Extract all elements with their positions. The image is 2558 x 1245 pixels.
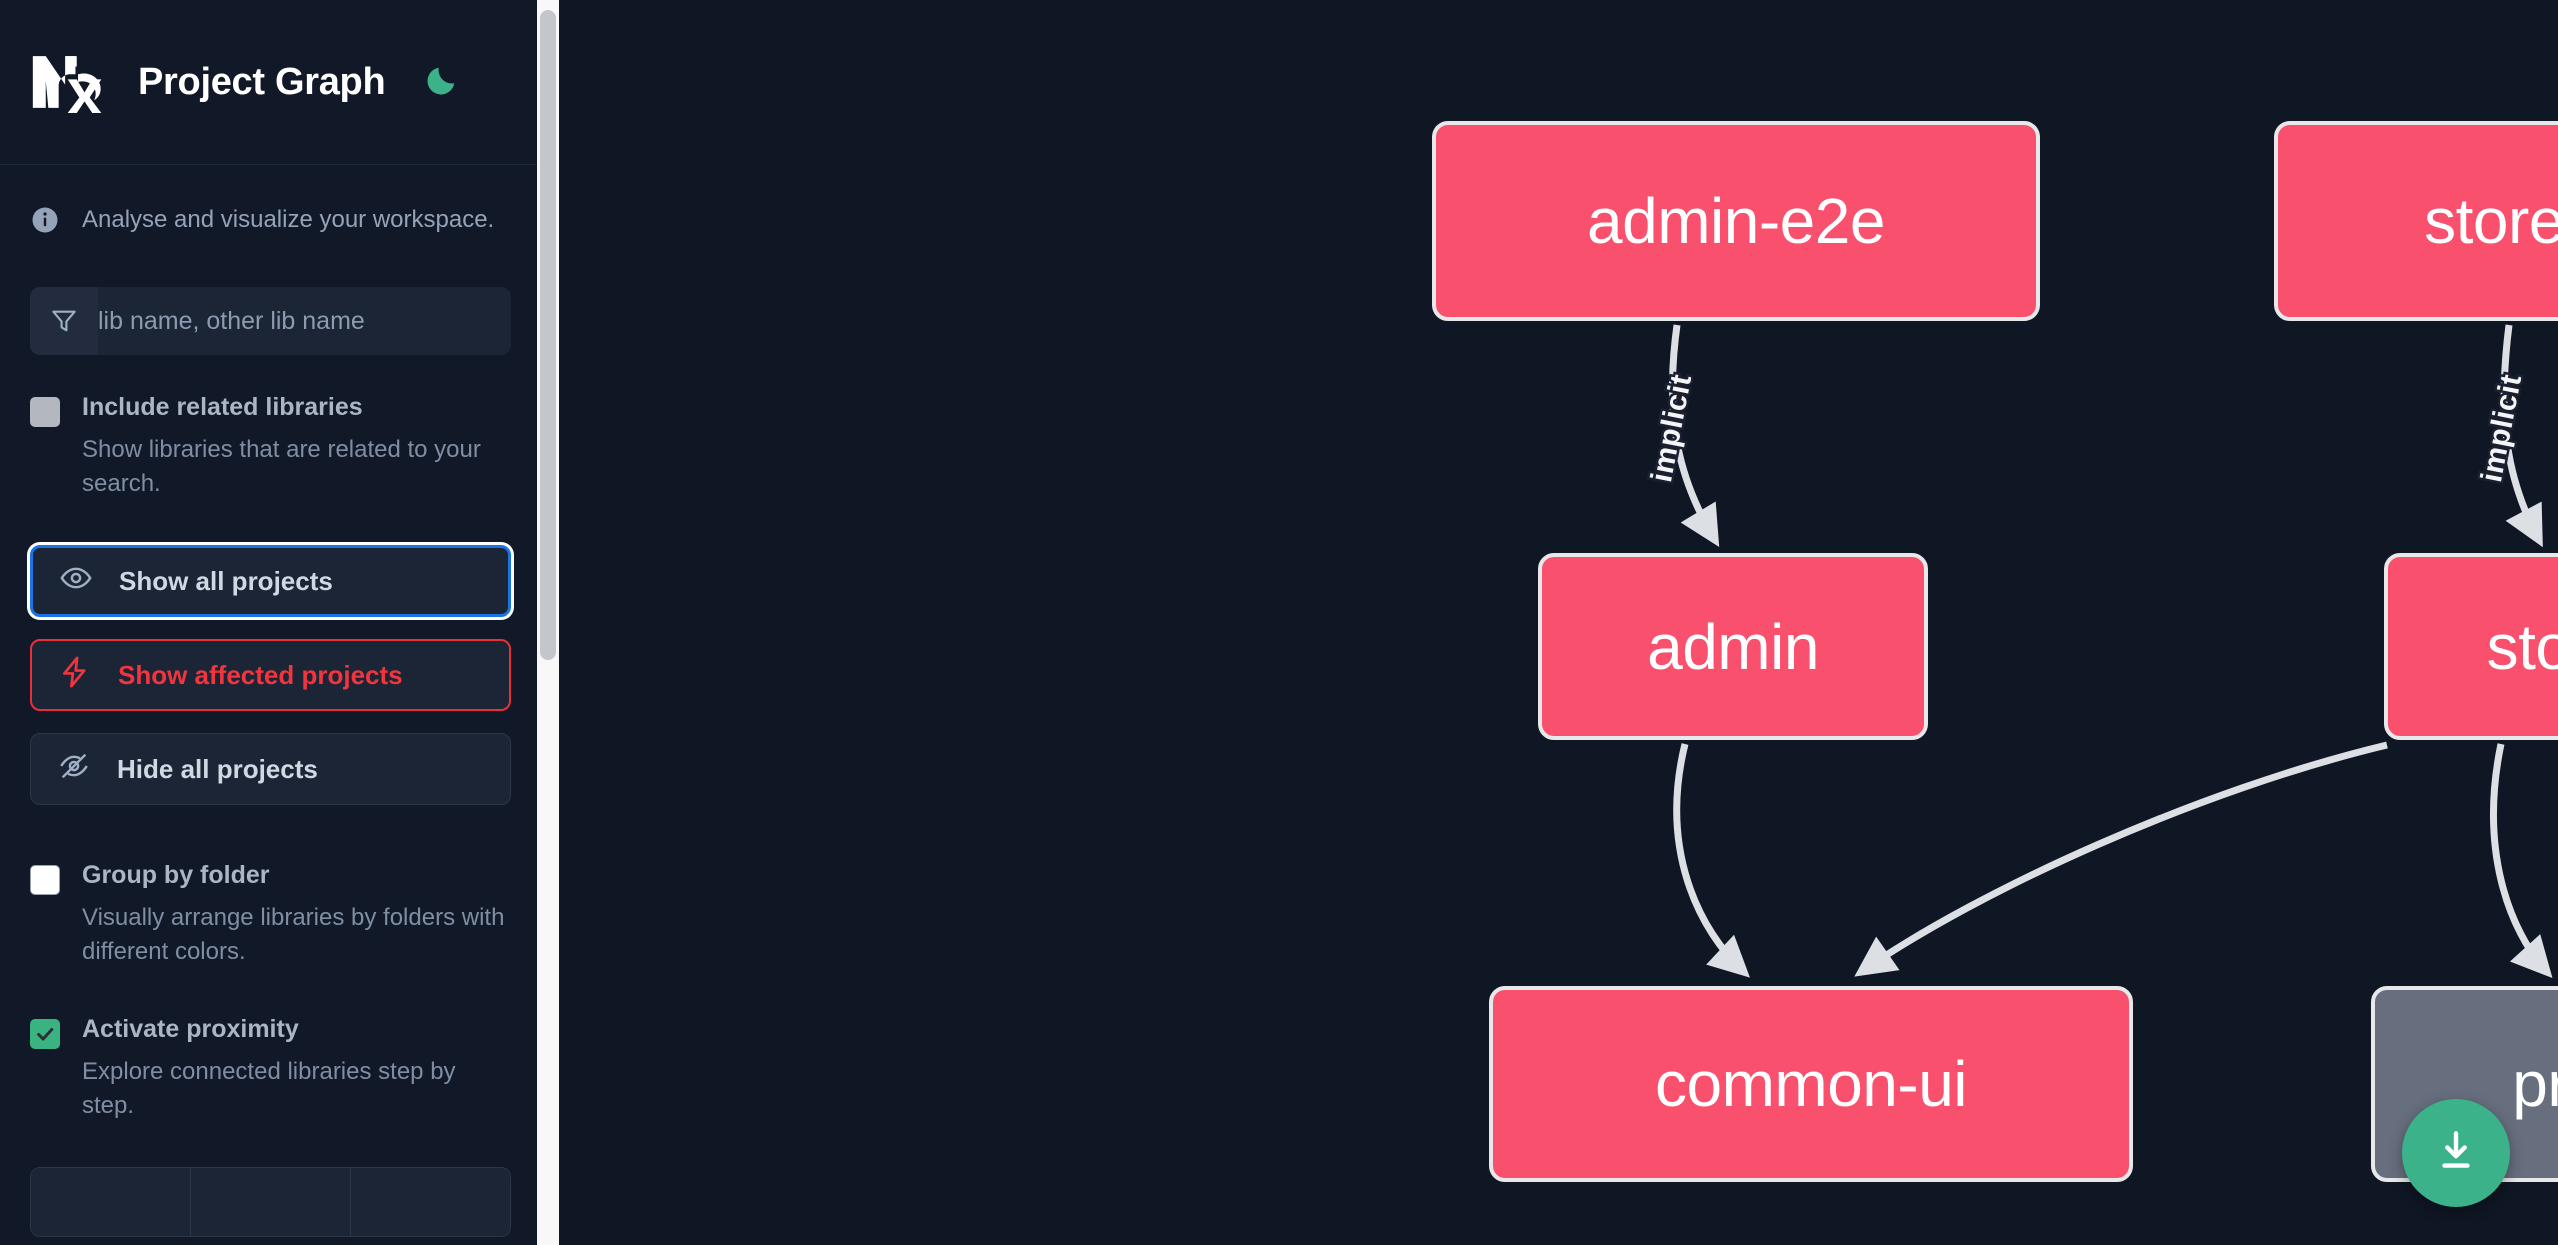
hide-all-projects-button[interactable]: Hide all projects [30,733,511,806]
download-icon [2431,1126,2481,1181]
node-label: common-ui [1654,1048,1968,1120]
include-related-libraries-checkbox[interactable] [30,397,60,427]
graph-node-store-e2e[interactable]: store-e2e [2274,121,2558,321]
graph-node-store[interactable]: store [2384,553,2558,740]
option-include-related-libraries[interactable]: Include related libraries Show libraries… [30,393,511,501]
sidebar-header: Project Graph [0,0,541,165]
option-group-by-folder[interactable]: Group by folder Visually arrange librari… [30,861,511,969]
project-visibility-buttons: Show all projects Show affected projects [30,545,511,806]
edge-store-to-products [2490,743,2553,979]
eye-slash-icon [57,749,91,790]
funnel-filter-icon[interactable] [30,287,98,355]
edge-label-implicit-1: implicit [1645,372,1698,485]
sidebar-scrollbar-thumb[interactable] [540,10,556,660]
tagline: Analyse and visualize your workspace. [30,205,511,235]
nx-logo-icon [30,51,108,113]
download-graph-button[interactable] [2402,1099,2510,1207]
edge-store-to-common-ui [1854,741,2388,977]
eye-icon [59,561,93,602]
show-all-projects-button[interactable]: Show all projects [30,545,511,618]
graph-node-admin-e2e[interactable]: admin-e2e [1432,121,2040,321]
project-graph-canvas[interactable]: implicit implicit admin-e2e store-e2e ad… [559,0,2558,1245]
show-affected-projects-button[interactable]: Show affected projects [30,639,511,712]
moon-icon[interactable] [417,59,463,105]
proximity-step-segmented-control[interactable] [30,1167,511,1238]
tagline-text: Analyse and visualize your workspace. [82,206,495,233]
filter-search-row[interactable] [30,287,511,355]
activate-proximity-checkbox[interactable] [30,1019,60,1050]
graph-node-common-ui[interactable]: common-ui [1489,986,2133,1182]
sidebar-scrollbar[interactable] [537,0,559,1245]
node-label: products [2512,1048,2558,1120]
node-label: admin [1647,610,1819,683]
lightning-bolt-icon [58,655,92,696]
node-label: admin-e2e [1587,185,1885,257]
segment-option-2[interactable] [191,1168,351,1237]
hide-all-projects-label: Hide all projects [117,753,318,784]
option-description: Explore connected libraries step by step… [82,1058,456,1120]
edge-label-implicit-2: implicit [2475,372,2528,485]
segment-option-1[interactable] [31,1168,191,1237]
info-circle-icon [30,205,60,235]
option-description: Visually arrange libraries by folders wi… [82,904,505,966]
graph-node-admin[interactable]: admin [1538,553,1928,740]
option-label: Activate proximity [82,1015,299,1044]
sidebar: Project Graph Analy [0,0,559,1245]
segment-option-3[interactable] [351,1168,510,1237]
search-input[interactable] [98,287,511,355]
page-title: Project Graph [138,60,386,103]
edge-store-e2e-to-store [2500,324,2543,548]
option-activate-proximity[interactable]: Activate proximity Explore connected lib… [30,1015,511,1123]
show-all-projects-label: Show all projects [119,565,333,596]
graph-edges: implicit implicit [1643,324,2553,979]
edge-admin-e2e-to-admin [1668,324,1720,548]
sidebar-scroll-area[interactable]: Project Graph Analy [0,0,559,1245]
group-by-folder-checkbox[interactable] [30,865,60,896]
option-label: Include related libraries [82,393,363,421]
option-description: Show libraries that are related to your … [82,436,481,498]
edge-admin-to-common-ui [1673,743,1750,978]
node-label: store-e2e [2424,185,2558,257]
show-affected-projects-label: Show affected projects [118,659,403,690]
option-label: Group by folder [82,861,270,890]
node-label: store [2486,610,2558,683]
